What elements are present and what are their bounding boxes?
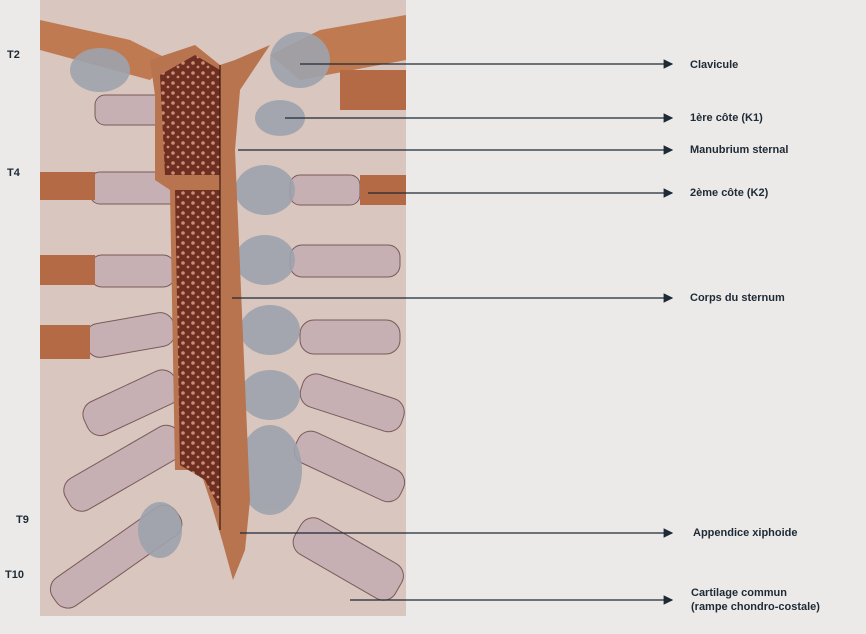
left-costal-cartilages xyxy=(49,94,185,609)
sternal-body-section xyxy=(175,190,220,510)
costal-ligaments xyxy=(70,32,330,558)
left-ribs xyxy=(40,172,95,359)
illustration-panel xyxy=(40,0,406,616)
level-t2: T2 xyxy=(7,49,20,61)
leader-arrows xyxy=(232,59,674,605)
label-cartilage: Cartilage commun (rampe chondro-costale) xyxy=(691,586,820,614)
label-second-rib: 2ème côte (K2) xyxy=(690,187,769,199)
level-t10: T10 xyxy=(5,569,24,581)
level-t4: T4 xyxy=(7,167,20,179)
label-cartilage-line1: Cartilage commun xyxy=(691,587,787,599)
label-xiphoid: Appendice xiphoide xyxy=(693,527,798,539)
label-clavicule: Clavicule xyxy=(690,59,739,71)
label-first-rib: 1ère côte (K1) xyxy=(690,112,763,124)
label-sternal-body: Corps du sternum xyxy=(690,292,785,304)
right-ribs xyxy=(340,70,406,205)
level-t9: T9 xyxy=(16,514,29,526)
right-costal-cartilages xyxy=(289,174,406,601)
manubrium-section xyxy=(160,55,220,175)
label-manubrium: Manubrium sternal xyxy=(690,144,789,156)
label-cartilage-line2: (rampe chondro-costale) xyxy=(691,601,820,613)
